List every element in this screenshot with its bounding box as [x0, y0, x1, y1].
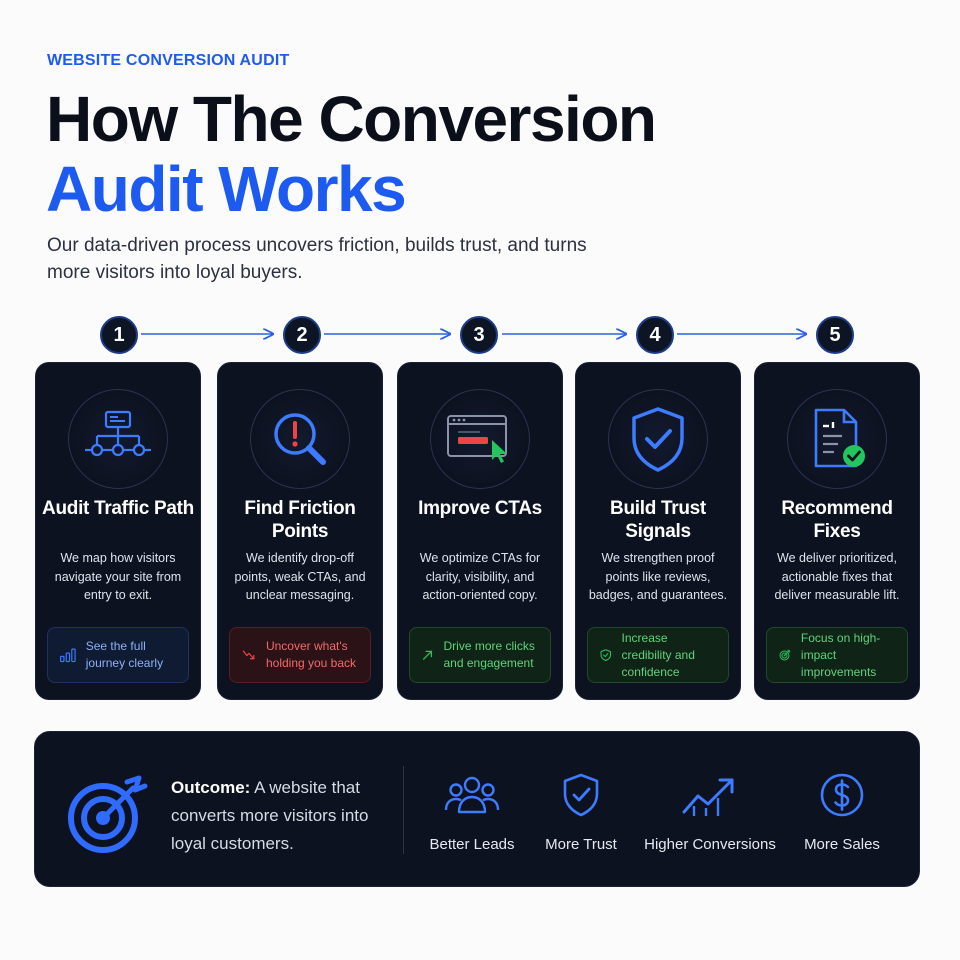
step-number-2: 2 [283, 316, 321, 354]
benefit-label: Higher Conversions [644, 836, 776, 853]
step-number-3: 3 [460, 316, 498, 354]
bar-chart-icon [60, 648, 76, 663]
step-description: We deliver prioritized, actionable fixes… [774, 551, 900, 602]
browser-cursor-icon [430, 389, 530, 489]
magnifier-alert-icon [250, 389, 350, 489]
benefit-label: Better Leads [429, 836, 515, 853]
step-benefit-text: Focus on high-impact improvements [800, 630, 881, 679]
step-benefit-chip: Uncover what's holding you back [229, 627, 371, 683]
document-check-icon [787, 389, 887, 489]
subtitle: Our data-driven process uncovers frictio… [47, 235, 587, 283]
step-number-4: 4 [636, 316, 674, 354]
outcome-text: Outcome: A website that converts more vi… [171, 774, 391, 858]
trend-up-icon [682, 778, 734, 816]
dollar-circle-icon [820, 773, 864, 817]
step-card-1: Audit Traffic Path We map how visitors n… [35, 362, 201, 700]
step-card-5: Recommend Fixes We deliver prioritized, … [754, 362, 920, 700]
step-description: We identify drop-off points, weak CTAs, … [234, 551, 366, 602]
benefit-more-trust: More Trust [541, 772, 621, 853]
target-small-icon [779, 649, 791, 661]
step-description: We optimize CTAs for clarity, visibility… [419, 551, 541, 602]
step-benefit-chip: Increase credibility and confidence [587, 627, 729, 683]
step-benefit-text: Uncover what's holding you back [265, 639, 357, 670]
outcome-divider [403, 766, 404, 854]
step-number-1: 1 [100, 316, 138, 354]
benefit-higher-conversions: Higher Conversions [643, 772, 777, 853]
step-benefit-text: Increase credibility and confidence [621, 630, 695, 679]
step-title: Improve CTAs [418, 498, 542, 519]
arrow-up-right-icon [422, 650, 433, 660]
shield-check-small-icon [600, 649, 612, 662]
outcome-label: Outcome: [171, 778, 251, 797]
benefit-label: More Sales [804, 836, 880, 853]
sitemap-icon [68, 389, 168, 489]
step-title: Find Friction Points [244, 498, 356, 542]
title-line-1: How The Conversion [46, 83, 657, 155]
page-title: How The Conversion Audit Works [46, 83, 657, 225]
shield-check-icon [608, 389, 708, 489]
step-card-4: Build Trust Signals We strengthen proof … [575, 362, 741, 700]
users-icon [444, 776, 500, 814]
outcome-panel: Outcome: A website that converts more vi… [34, 731, 920, 887]
step-benefit-text: See the full journey clearly [85, 639, 164, 670]
benefit-label: More Trust [545, 836, 617, 853]
step-card-2: Find Friction Points We identify drop-of… [217, 362, 383, 700]
outcome-description: A website that converts more visitors in… [171, 778, 369, 853]
step-benefit-chip: Focus on high-impact improvements [766, 627, 908, 683]
step-card-3: Improve CTAs We optimize CTAs for clarit… [397, 362, 563, 700]
benefit-more-sales: More Sales [799, 772, 885, 853]
shield-check-icon [563, 773, 599, 817]
step-connectors [141, 314, 960, 354]
benefit-better-leads: Better Leads [427, 772, 517, 853]
step-description: We strengthen proof points like reviews,… [588, 551, 728, 602]
step-title: Audit Traffic Path [42, 498, 194, 519]
step-title: Recommend Fixes [781, 498, 893, 542]
step-number-5: 5 [816, 316, 854, 354]
step-benefit-chip: See the full journey clearly [47, 627, 189, 683]
trend-down-icon [242, 650, 255, 660]
step-benefit-chip: Drive more clicks and engagement [409, 627, 551, 683]
step-title: Build Trust Signals [610, 498, 706, 542]
target-arrow-icon [68, 775, 148, 853]
step-benefit-text: Drive more clicks and engagement [443, 639, 535, 670]
step-description: We map how visitors navigate your site f… [54, 551, 182, 602]
eyebrow-label: WEBSITE CONVERSION AUDIT [47, 52, 290, 69]
title-line-2: Audit Works [46, 153, 407, 225]
